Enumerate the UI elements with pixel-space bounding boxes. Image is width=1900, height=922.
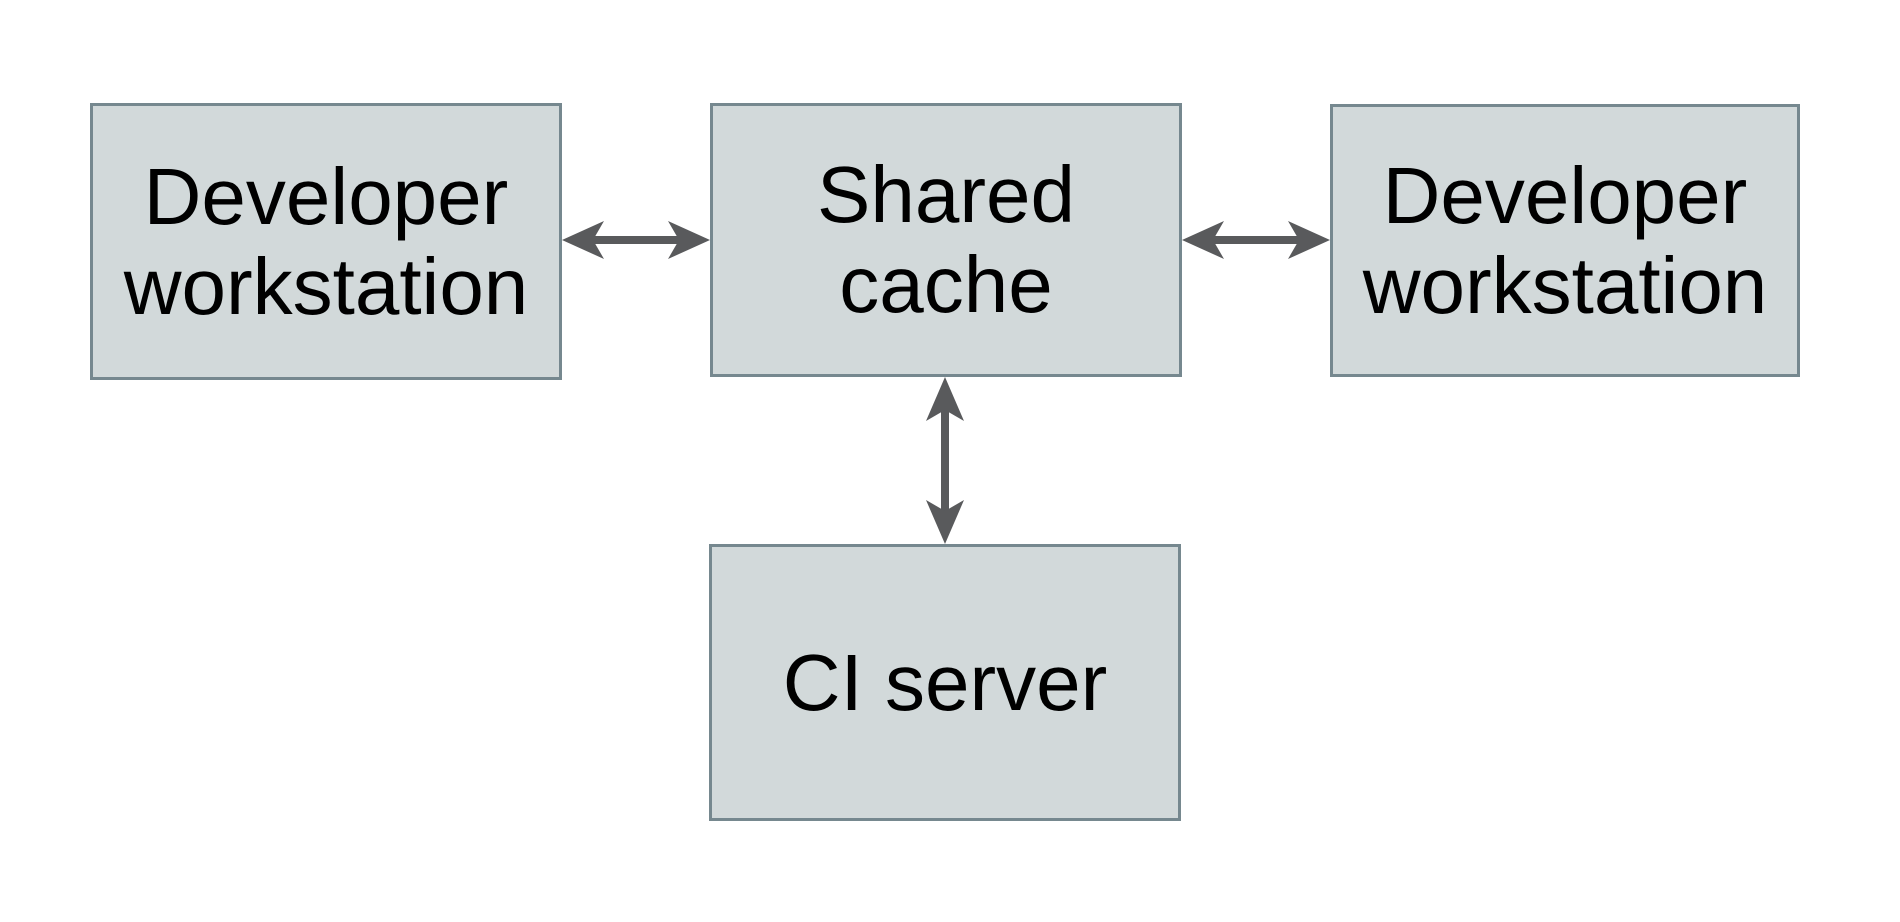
node-developer-workstation-left: Developer workstation xyxy=(90,103,562,380)
node-shared-cache: Shared cache xyxy=(710,103,1182,377)
node-label-developer-workstation-left: Developer workstation xyxy=(123,151,529,331)
node-label-developer-workstation-right: Developer workstation xyxy=(1362,150,1768,330)
node-label-ci-server: CI server xyxy=(782,637,1108,727)
node-label-shared-cache: Shared cache xyxy=(817,150,1075,329)
bidirectional-arrow-cache-to-ci-server xyxy=(926,377,964,544)
node-developer-workstation-right: Developer workstation xyxy=(1330,104,1800,377)
bidirectional-arrow-left-workstation-to-cache xyxy=(562,221,710,259)
bidirectional-arrow-cache-to-right-workstation xyxy=(1182,221,1330,259)
node-ci-server: CI server xyxy=(709,544,1181,821)
